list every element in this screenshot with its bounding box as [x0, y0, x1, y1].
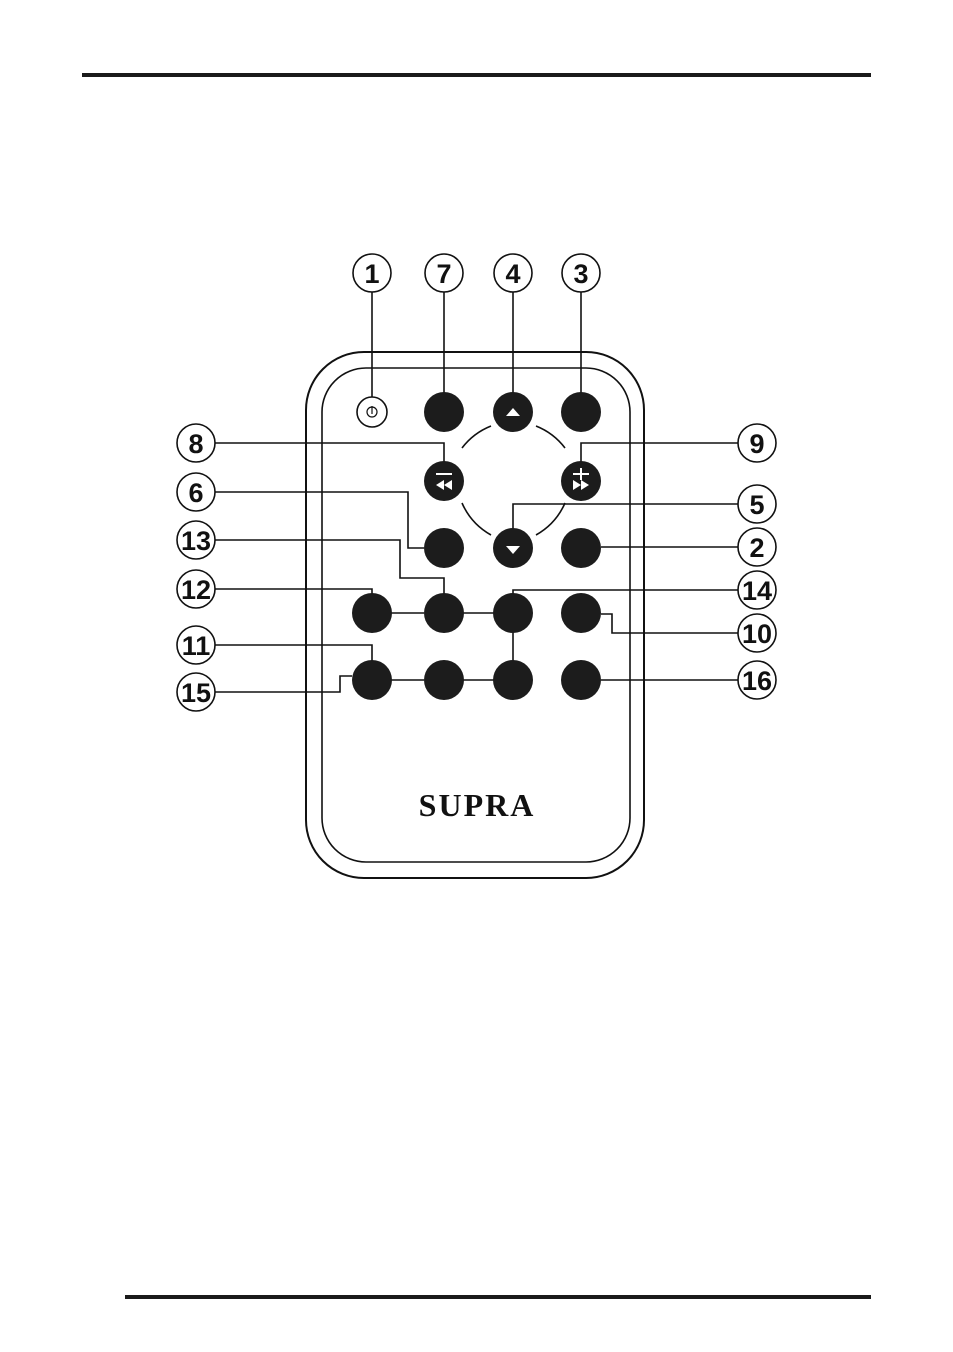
brand-logo: SUPRA — [419, 787, 536, 823]
callout-c7: 7 — [425, 254, 463, 292]
callout-c10: 10 — [738, 614, 776, 652]
down-button[interactable] — [493, 528, 533, 568]
callout-label: 7 — [436, 259, 451, 289]
button-11[interactable] — [424, 660, 464, 700]
remote-buttons — [352, 392, 601, 700]
callout-c14: 14 — [738, 571, 776, 609]
button-13[interactable] — [424, 593, 464, 633]
button-12[interactable] — [352, 593, 392, 633]
callout-c5: 5 — [738, 485, 776, 523]
callout-label: 1 — [364, 259, 379, 289]
power-button[interactable] — [357, 397, 387, 427]
button-6[interactable] — [424, 528, 464, 568]
callout-label: 5 — [749, 490, 764, 520]
callout-c6: 6 — [177, 473, 215, 511]
button-2[interactable] — [561, 528, 601, 568]
callout-label: 8 — [188, 429, 203, 459]
up-button[interactable] — [493, 392, 533, 432]
callout-label: 6 — [188, 478, 203, 508]
callout-c4: 4 — [494, 254, 532, 292]
callout-label: 2 — [749, 533, 764, 563]
button-10[interactable] — [561, 593, 601, 633]
callout-c2: 2 — [738, 528, 776, 566]
rewind-button[interactable] — [424, 461, 464, 501]
callout-label: 12 — [181, 575, 211, 605]
callout-c1: 1 — [353, 254, 391, 292]
callout-label: 10 — [742, 619, 772, 649]
button-7[interactable] — [424, 392, 464, 432]
callout-c16: 16 — [738, 661, 776, 699]
callout-c8: 8 — [177, 424, 215, 462]
button-16[interactable] — [561, 660, 601, 700]
callout-label: 4 — [505, 259, 520, 289]
callout-label: 13 — [181, 526, 211, 556]
fast-forward-button[interactable] — [561, 461, 601, 501]
callout-c9: 9 — [738, 424, 776, 462]
callout-label: 14 — [742, 576, 772, 606]
button-bottom-3[interactable] — [493, 660, 533, 700]
button-15[interactable] — [352, 660, 392, 700]
callout-c13: 13 — [177, 521, 215, 559]
callout-label: 15 — [181, 678, 211, 708]
callout-label: 3 — [573, 259, 588, 289]
callout-c11: 11 — [177, 626, 215, 664]
callout-c15: 15 — [177, 673, 215, 711]
callout-label: 16 — [742, 666, 772, 696]
callout-c3: 3 — [562, 254, 600, 292]
callout-c12: 12 — [177, 570, 215, 608]
button-14[interactable] — [493, 593, 533, 633]
button-3[interactable] — [561, 392, 601, 432]
callout-label: 9 — [749, 429, 764, 459]
callout-label: 11 — [182, 631, 211, 661]
